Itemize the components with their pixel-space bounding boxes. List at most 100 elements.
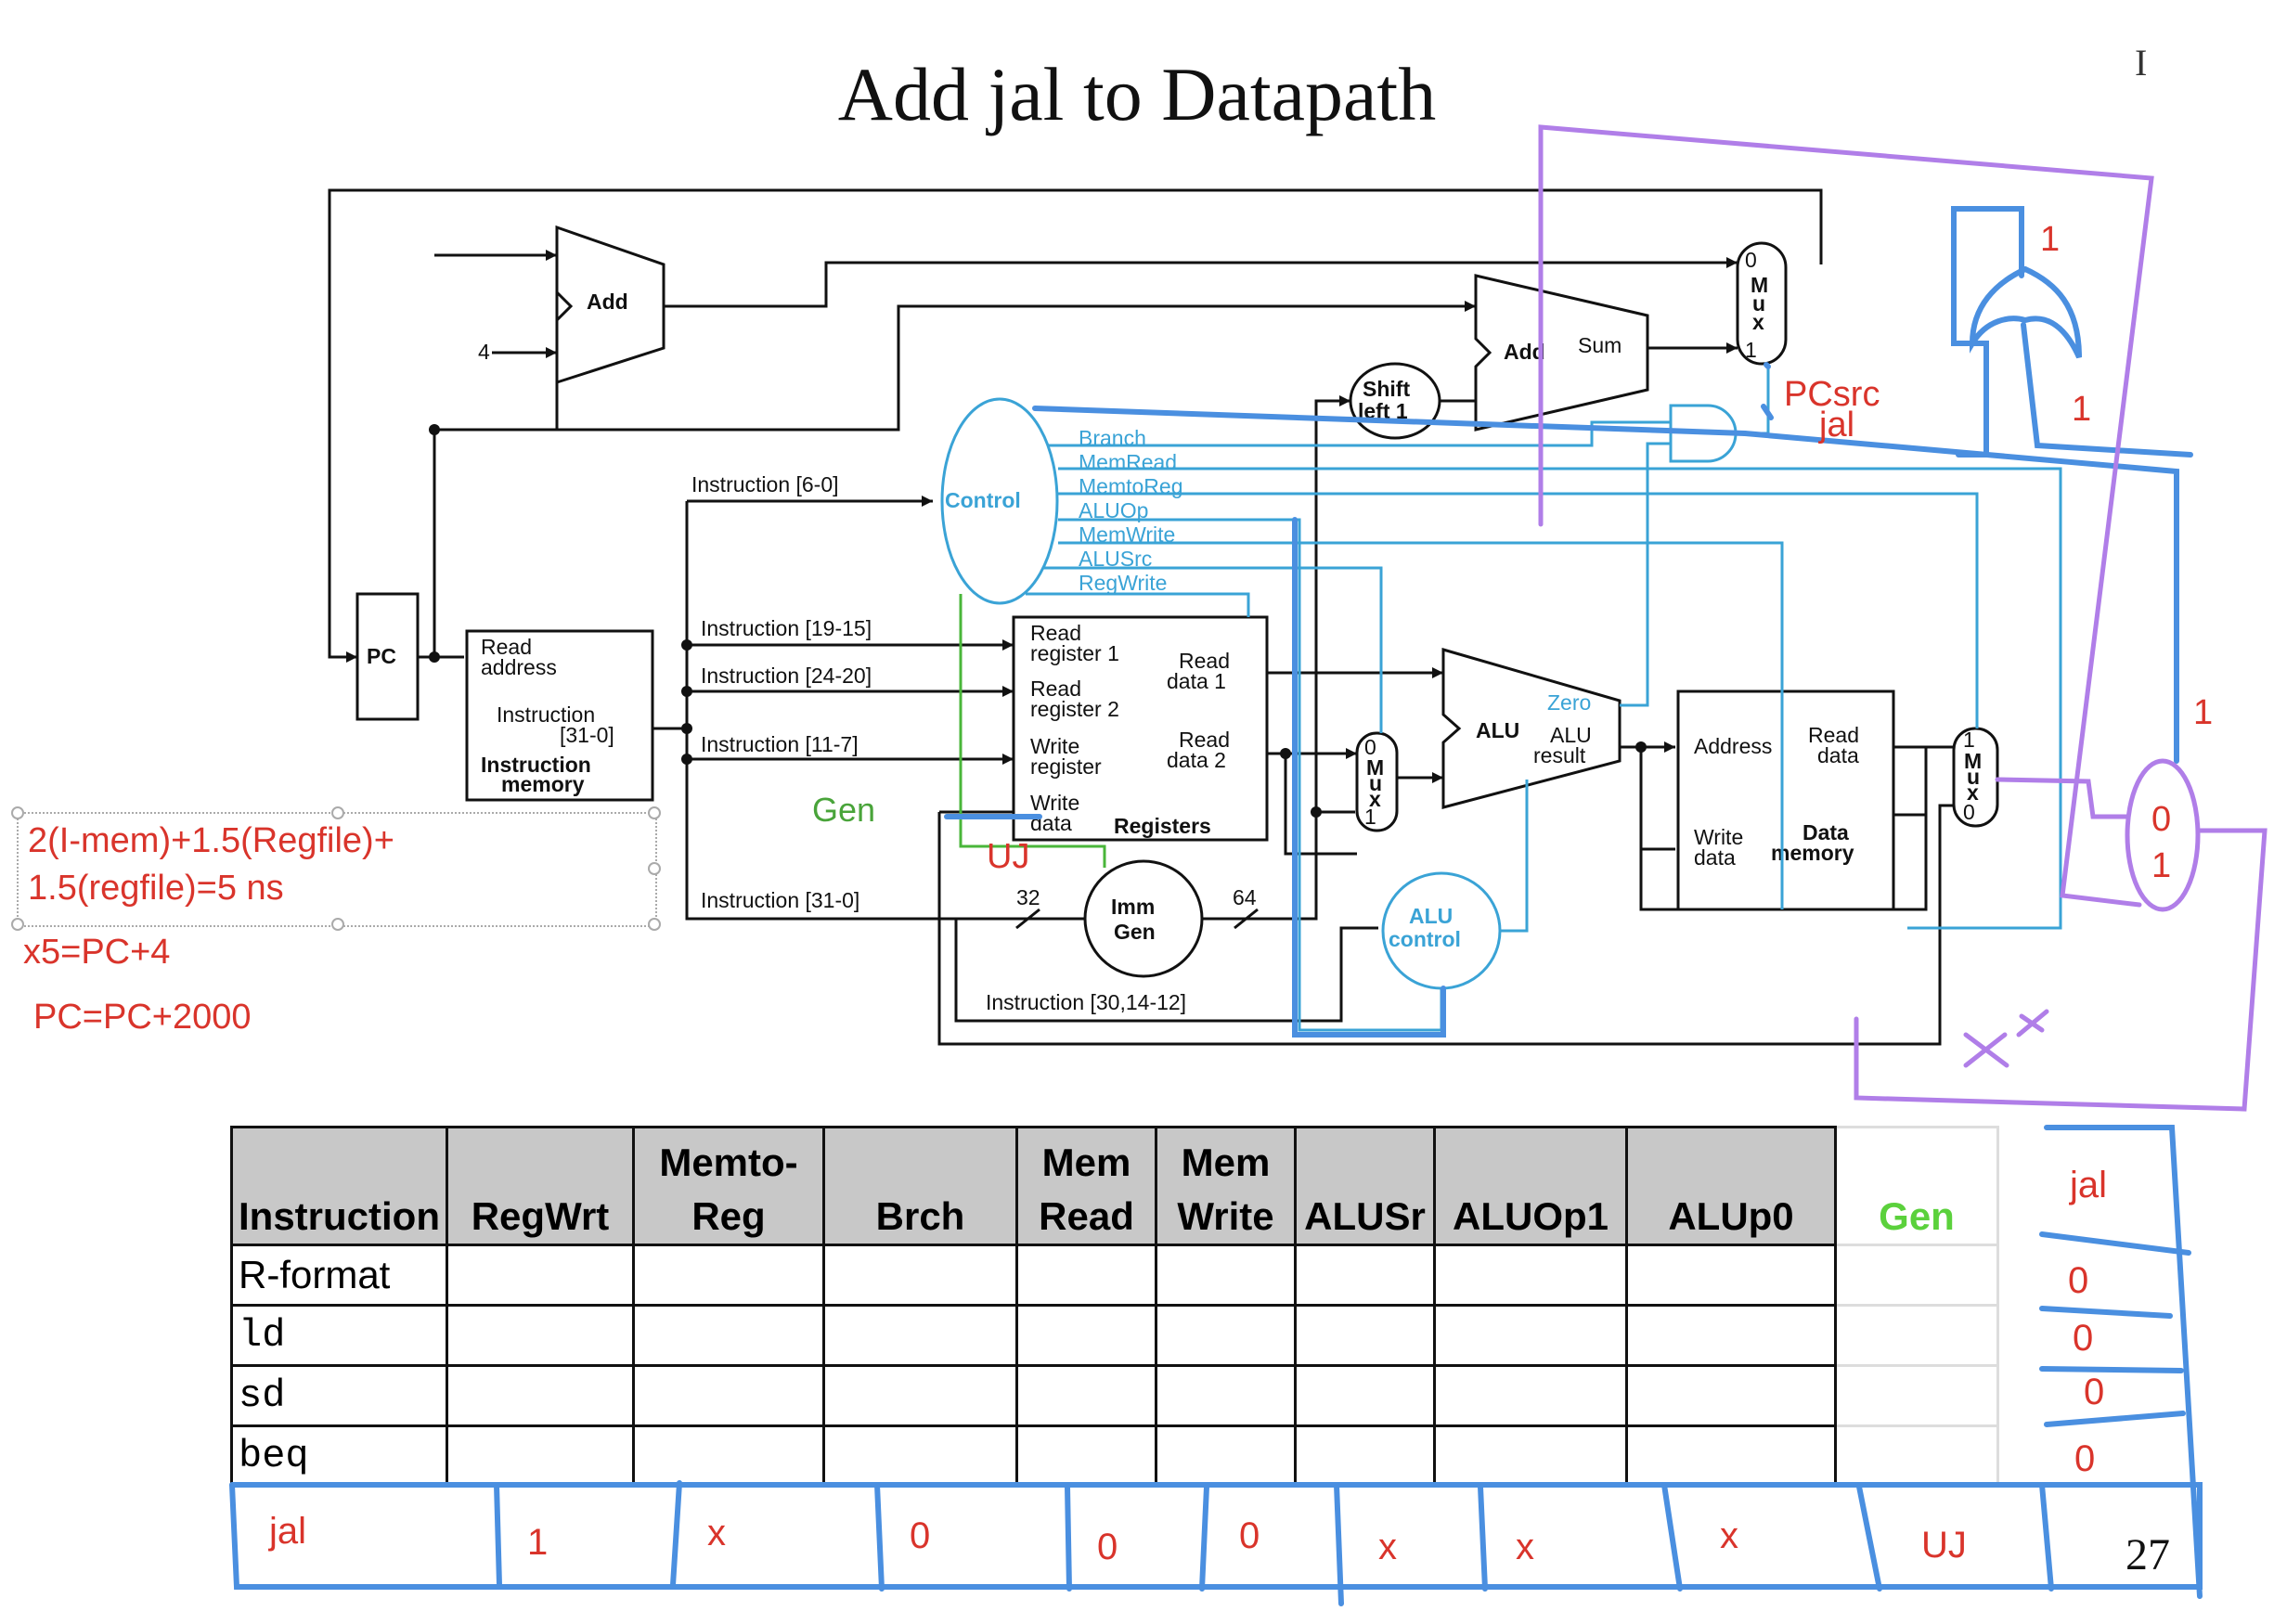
mux-mem-u: u: [1967, 765, 1980, 789]
table-cell: [632, 1244, 825, 1307]
table-cell: [822, 1364, 1018, 1427]
reg-wda: Write: [1030, 791, 1079, 815]
table-row: ld: [230, 1304, 1999, 1367]
dmem-read-a: Read: [1808, 723, 1859, 747]
reg-rr2b: register 2: [1030, 697, 1119, 721]
mux-top-x: x: [1752, 310, 1764, 334]
table-cell: [822, 1244, 1018, 1307]
table-cell: [1294, 1304, 1436, 1367]
jal-row-value: x: [1378, 1527, 1397, 1567]
mux-top-0: 0: [1745, 248, 1757, 272]
table-cell: [1433, 1244, 1628, 1307]
reg-name: Registers: [1114, 814, 1211, 838]
mux-alu-x: x: [1369, 787, 1381, 811]
imem-instruction-label: Instruction: [497, 702, 595, 727]
field-30: Instruction [30,14-12]: [986, 990, 1186, 1014]
mux-top-u: u: [1752, 291, 1765, 316]
alu-label: ALU: [1476, 718, 1519, 742]
imem-name2-label: memory: [501, 772, 585, 796]
jal-diagram-label: jal: [1818, 406, 1854, 445]
col-memtoreg-b: Reg: [691, 1194, 766, 1238]
table-cell: [1015, 1364, 1157, 1427]
control-label: Control: [945, 488, 1021, 512]
text-cursor-icon: I: [2135, 42, 2148, 84]
resize-handle[interactable]: [11, 918, 24, 931]
table-cell: [1625, 1424, 1837, 1488]
table-cell: [446, 1304, 635, 1367]
imm-a: Imm: [1111, 895, 1155, 919]
sig-alusrc: ALUSrc: [1079, 547, 1152, 571]
row-instruction: beq: [230, 1424, 448, 1488]
col-alusrc: ALUSr: [1294, 1126, 1436, 1246]
row-instruction: sd: [230, 1364, 448, 1427]
col-memread-a: Mem: [1041, 1141, 1131, 1184]
table-cell: [446, 1424, 635, 1488]
resize-handle[interactable]: [648, 862, 661, 875]
imem-address-label: address: [481, 655, 557, 679]
mux-top-1: 1: [1745, 338, 1757, 362]
field-24-20: Instruction [24-20]: [701, 664, 872, 688]
table-cell: [1625, 1304, 1837, 1367]
col-memtoreg-a: Memto-: [659, 1141, 798, 1184]
jal-col-value: 0: [2084, 1372, 2105, 1412]
imm-gen-block: [1083, 859, 1204, 978]
table-cell: [1834, 1364, 1999, 1427]
jal-column-header: jal: [2070, 1165, 2108, 1205]
mux-mem-m: M: [1964, 749, 1982, 773]
resize-handle[interactable]: [331, 918, 344, 931]
table-cell: [1155, 1244, 1297, 1307]
dmem-write-b: data: [1694, 845, 1736, 870]
table-cell: [1294, 1424, 1436, 1488]
col-alusrc-label: ALUSr: [1304, 1194, 1426, 1238]
slide-title: Add jal to Datapath: [837, 52, 1437, 136]
control-unit: [940, 397, 1059, 605]
sig-memtoreg: MemtoReg: [1079, 474, 1182, 498]
jal-col-value: 0: [2073, 1318, 2094, 1359]
resize-handle[interactable]: [648, 918, 661, 931]
jal-row-value: 0: [1239, 1515, 1260, 1556]
mux-mem-x: x: [1967, 780, 1979, 805]
resize-handle[interactable]: [331, 806, 344, 819]
field-19-15: Instruction [19-15]: [701, 616, 872, 640]
one-c-label: 1: [2193, 693, 2213, 732]
add-sum-sum: Sum: [1578, 333, 1622, 357]
registers-block: [1012, 615, 1269, 842]
reg-rr2a: Read: [1030, 677, 1081, 701]
timing-line-1: 2(I-mem)+1.5(Regfile)+: [28, 821, 394, 860]
jal-row-value: UJ: [1921, 1525, 1967, 1566]
field-31-0: Instruction [31-0]: [701, 888, 859, 912]
gen-label: Gen: [812, 791, 875, 829]
table-cell: [632, 1364, 825, 1427]
add-top-block: [555, 225, 665, 385]
alu-control-b: control: [1389, 927, 1461, 951]
col-instruction: Instruction: [230, 1126, 448, 1246]
handwritten-blue: [944, 206, 2193, 1038]
one-a-label: 1: [2040, 220, 2060, 259]
table-cell: [1834, 1304, 1999, 1367]
mux-alu-1: 1: [1364, 805, 1376, 829]
reg-rd2b: data 2: [1167, 748, 1226, 772]
resize-handle[interactable]: [11, 806, 24, 819]
imem-bits-label: [31-0]: [560, 723, 614, 747]
sig-aluop: ALUOp: [1079, 498, 1148, 522]
jal-row-value: x: [1720, 1515, 1738, 1556]
mux-alu-u: u: [1369, 771, 1382, 795]
mux-alu-m: M: [1366, 755, 1384, 780]
handwritten-purple: [1538, 124, 2268, 1112]
imem-read-label: Read: [481, 635, 532, 659]
sig-branch: Branch: [1079, 426, 1146, 450]
resize-handle[interactable]: [648, 806, 661, 819]
imm-32: 32: [1016, 885, 1040, 909]
x5-annotation: x5=PC+4: [23, 933, 171, 972]
table-cell: [1834, 1424, 1999, 1488]
dmem-read-b: data: [1817, 743, 1859, 767]
table-cell: [1433, 1304, 1628, 1367]
reg-wra: Write: [1030, 734, 1079, 758]
row-instruction: ld: [230, 1304, 448, 1367]
mux-alu-src: [1355, 731, 1399, 832]
alu-block: [1441, 648, 1622, 809]
